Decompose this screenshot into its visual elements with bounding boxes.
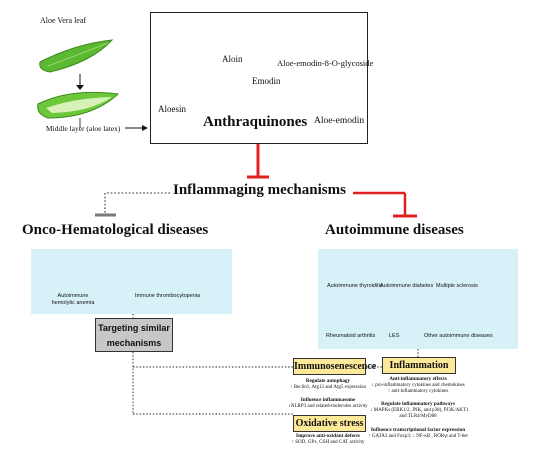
targeting-connectors xyxy=(132,349,419,415)
aloe-emodin-label: Aloe-emodin xyxy=(314,116,365,126)
oxidative-t1: ↑ SOD, GPx, GSH and CAT activity xyxy=(291,440,365,445)
targeting-box: Targeting similar mechanisms xyxy=(95,318,173,352)
onco-title: Onco-Hematological diseases xyxy=(22,222,209,238)
autoimmune-panel xyxy=(318,249,518,349)
thrombocytopenia-label: Immune thrombocytopenia xyxy=(135,293,201,299)
aloe-leaf-label: Aloe Vera leaf xyxy=(40,16,87,25)
anthraquinones-title: Anthraquinones xyxy=(203,114,308,130)
inflammation-t3: ↑ GATA3 and Foxp3; ↓ NF-κB , RORγt and T… xyxy=(368,434,468,439)
aloin-label: Aloin xyxy=(222,54,243,64)
aloe-leaf-icon xyxy=(39,39,114,73)
inflammation-h2: Regulate inflammatory pathways xyxy=(381,401,455,407)
aloe-emodin-glycoside-label: Aloe-emodin-8-O-glycoside xyxy=(277,58,374,68)
autoimmune-title: Autoimmune diseases xyxy=(325,222,464,238)
immuno-h1: Regulate autophagy xyxy=(305,378,351,384)
immunosenescence-box: Immunosenescence xyxy=(293,358,376,375)
inflammation-t1b: ↑ anti-inflammatory cytokines xyxy=(387,389,449,394)
immuno-h2: Influence inflammasome xyxy=(300,397,356,403)
oxidative-box: Oxidative stress xyxy=(293,415,366,432)
inflammation-t1a: ↓ pro-inflammatory cytokines and chemoki… xyxy=(371,383,465,388)
latex-to-anthraquinones-arrow xyxy=(125,125,148,131)
other-autoimmune-label: Other autoimmune diseases xyxy=(424,333,493,339)
inflammaging-title: Inflammaging mechanisms xyxy=(173,182,346,198)
inflammation-t2a: ↓ MAPKs (ERK1/2, JNK, and p38), PI3K/AKT… xyxy=(370,408,469,413)
thyroiditis-label: Autoimmune thyroiditis xyxy=(327,283,383,289)
multiple-sclerosis-label: Multiple sclerosis xyxy=(436,283,478,289)
rheumatoid-label: Rheumatoid arthritis xyxy=(326,333,376,339)
aloe-section-icon xyxy=(37,91,120,119)
inflammation-box: Inflammation xyxy=(382,357,456,374)
targeting-line2: mechanisms xyxy=(106,338,162,348)
inflammaging-to-autoimmune-connector xyxy=(353,191,417,218)
les-label: LES xyxy=(389,333,400,339)
leaf-arrow xyxy=(76,74,84,90)
oxidative-h1: Improve anti-oxidant defects xyxy=(296,433,360,439)
emodin-label: Emodin xyxy=(252,76,281,86)
immuno-t1: ↑ Beclin1, Atg12 and Atg5 expression xyxy=(289,385,367,390)
anthraquinones-inhibition-line xyxy=(247,142,269,179)
inflammation-h3: Influence transcriptional factor express… xyxy=(370,427,466,433)
targeting-line1: Targeting similar xyxy=(98,323,170,333)
onco-panel xyxy=(31,249,232,314)
immuno-t2: ↓NLRP3 and related-molecules activity xyxy=(288,404,368,409)
aloe-latex-label: Middle layer (aloe latex) xyxy=(46,124,121,133)
inflammation-t2b: and TLR4/MyD88 xyxy=(399,414,437,419)
diabetes-label: Autoimmune diabetes xyxy=(380,283,434,289)
inflammaging-to-onco-connector xyxy=(95,192,170,217)
hemolytic-anemia-label: Autoimmune hemolytic anemia xyxy=(51,293,95,306)
aloesin-label: Aloesin xyxy=(158,104,186,114)
inflammation-h1: Anti-inflammatory effects xyxy=(389,376,447,382)
anthraquinones-box xyxy=(150,12,368,144)
